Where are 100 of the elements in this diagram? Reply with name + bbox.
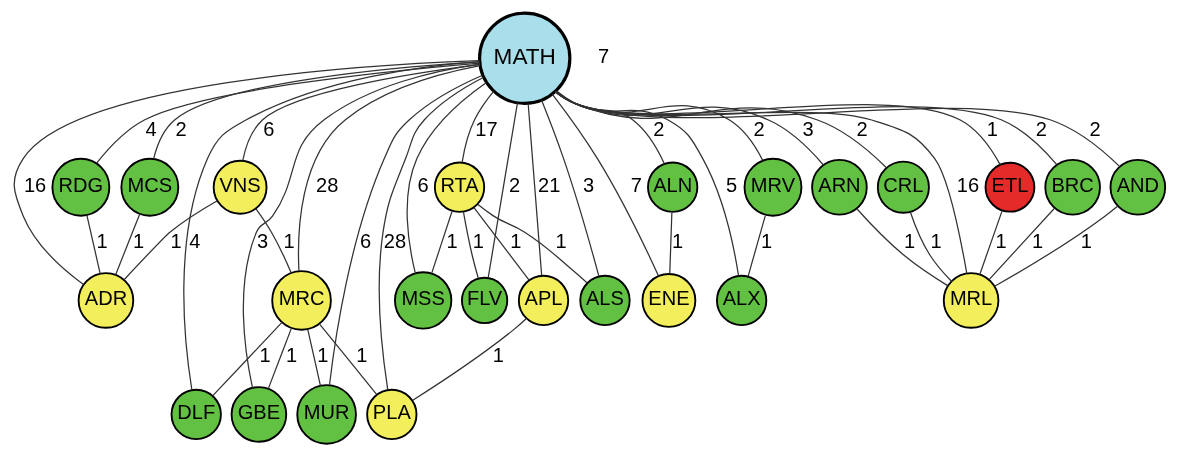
connector <box>319 323 378 395</box>
edge-label: 2 <box>653 117 665 140</box>
node-circle: MRL <box>942 272 1000 329</box>
connector <box>412 317 528 401</box>
edge-label: 1 <box>510 230 522 253</box>
edge-label: 4 <box>189 230 201 253</box>
node-circle: AND <box>1109 158 1167 216</box>
node-circle: BRC <box>1044 158 1101 216</box>
node-circle: PLA <box>366 388 418 441</box>
node-circle: MRC <box>271 270 332 331</box>
connector <box>554 91 968 275</box>
edge-label: 1 <box>1031 230 1044 253</box>
connector <box>669 211 673 275</box>
edge-label: 2 <box>175 117 187 140</box>
edge-label: 1 <box>96 230 108 253</box>
connector <box>551 93 660 277</box>
node-circle: GBE <box>230 386 288 443</box>
edge-label: 2 <box>1035 117 1047 140</box>
edge-label: 21 <box>538 174 561 197</box>
connector <box>86 214 101 275</box>
node-circle: APL <box>517 274 570 327</box>
node-circle: MSS <box>394 271 453 330</box>
connector <box>430 210 453 275</box>
node-circle: MCS <box>120 157 180 217</box>
connector <box>556 90 665 165</box>
edge-label: 7 <box>630 174 642 197</box>
connector <box>527 102 543 277</box>
edge-label: 1 <box>283 230 295 253</box>
edge-label: 1 <box>492 344 504 367</box>
node-circle: RTA <box>433 161 486 213</box>
connector <box>541 99 600 277</box>
connector <box>462 211 479 280</box>
edge-label: 1 <box>761 230 773 253</box>
edge-label: 1 <box>986 117 998 140</box>
connector <box>554 91 825 166</box>
edge-label: 1 <box>1080 230 1093 253</box>
edge-label: 6 <box>263 117 275 140</box>
connector <box>123 200 218 281</box>
connector <box>477 203 588 284</box>
connector <box>96 62 481 164</box>
connector <box>747 214 766 278</box>
connector <box>856 208 949 287</box>
node-circle: ALX <box>716 274 768 327</box>
connector <box>554 91 887 169</box>
node-circle: CRL <box>876 160 930 214</box>
connector <box>267 327 293 390</box>
edge-label: 2 <box>753 117 765 140</box>
connector <box>153 61 481 160</box>
connector <box>487 102 519 279</box>
connector <box>297 65 481 272</box>
connector <box>183 60 481 391</box>
connector <box>461 90 495 163</box>
edge-label: 4 <box>145 117 157 140</box>
edge-label: 1 <box>285 344 298 367</box>
node-circle: ARN <box>811 158 868 216</box>
connector <box>988 207 1056 281</box>
connector <box>473 207 530 281</box>
edge-label: 16 <box>23 174 47 197</box>
edge-label: 5 <box>726 174 738 197</box>
node-circle: ADR <box>77 272 135 329</box>
node-circle: RDG <box>51 157 111 217</box>
label: 7 <box>598 45 610 68</box>
edge-label: 1 <box>170 230 182 253</box>
connector <box>979 209 1003 276</box>
node-circle: MRV <box>743 157 803 217</box>
connector <box>909 211 953 283</box>
edge-label: 3 <box>257 230 269 253</box>
edge-label: 28 <box>383 230 407 253</box>
connector <box>13 60 480 286</box>
edge-label: 1 <box>259 344 271 367</box>
edge-label: 6 <box>359 230 372 253</box>
edge-label: 2 <box>1089 117 1101 140</box>
edge-label: 1 <box>317 344 329 367</box>
edge-label: 6 <box>417 174 429 197</box>
edge-label: 1 <box>555 230 567 253</box>
node-circle: MATH <box>478 11 572 105</box>
edge-label: 1 <box>995 230 1007 253</box>
node-circle: FLV <box>461 276 509 325</box>
edge-label: 1 <box>472 230 484 253</box>
edge-label: 2 <box>509 174 521 197</box>
edge-label: 17 <box>475 117 498 140</box>
edge-label: 28 <box>316 174 339 197</box>
node-circle: DLF <box>170 388 222 441</box>
edge-label: 1 <box>132 230 145 253</box>
connector <box>994 205 1119 287</box>
connector <box>212 322 283 397</box>
edge-label: 1 <box>672 230 684 253</box>
edge-label: 3 <box>583 174 595 197</box>
node-circle: ALN <box>647 161 699 213</box>
connector <box>555 90 740 277</box>
edge-label: 2 <box>856 117 868 140</box>
connector <box>242 63 481 389</box>
edge-label: 1 <box>446 230 458 253</box>
edge-label: 3 <box>802 117 814 140</box>
node-circle: ENE <box>641 273 697 328</box>
connector <box>115 213 141 276</box>
node-circle: ALS <box>579 274 631 327</box>
node-circle: VNS <box>212 159 268 215</box>
edge-label: 1 <box>904 230 916 253</box>
edge-label: 1 <box>356 344 368 367</box>
